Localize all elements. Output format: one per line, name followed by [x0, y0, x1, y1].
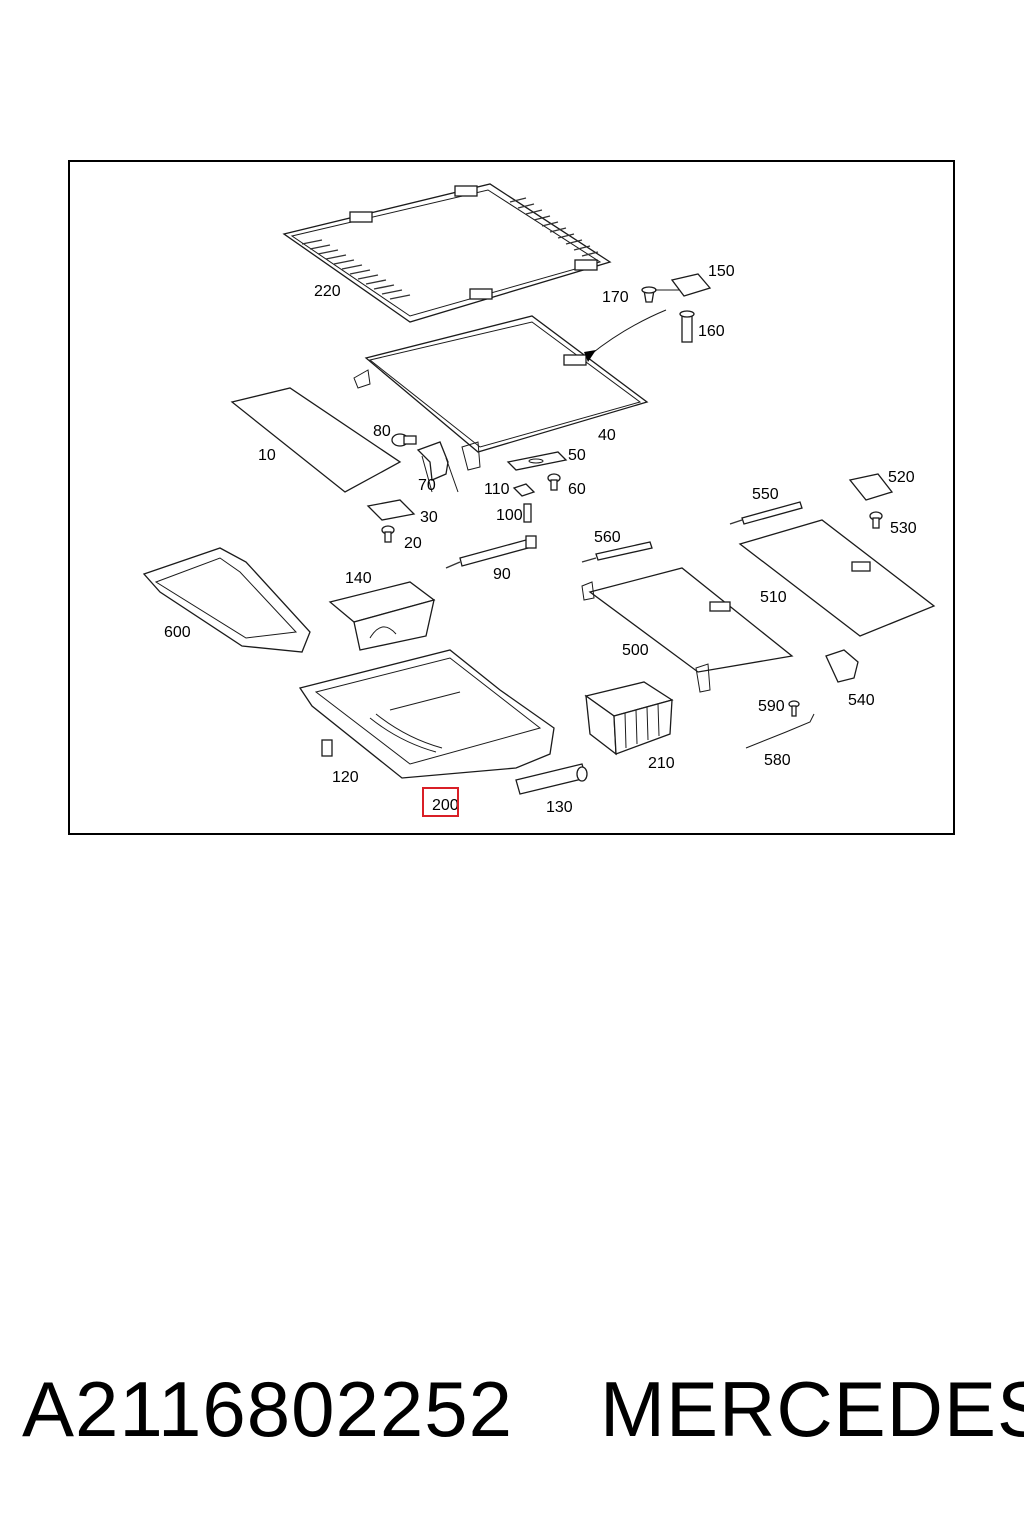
callout-140: 140	[345, 570, 372, 587]
part-90-gas-strut	[445, 535, 537, 569]
part-number: A2116802252	[22, 1365, 514, 1453]
part-500-560-panel-strut	[581, 541, 794, 693]
callout-550: 550	[752, 486, 779, 503]
hatch-line	[341, 264, 363, 270]
hatch-line	[381, 289, 403, 295]
hatch-line	[317, 249, 339, 255]
hatch-line	[309, 244, 331, 250]
hatch-line	[557, 233, 575, 239]
hatch-line	[573, 245, 591, 251]
callout-560: 560	[594, 529, 621, 546]
callout-30: 30	[420, 509, 438, 526]
part-200-storage-tray	[298, 649, 555, 779]
part-40-load-floor	[353, 309, 667, 471]
callout-20: 20	[404, 535, 422, 552]
callout-590: 590	[758, 698, 785, 715]
callout-80: 80	[373, 423, 391, 440]
hatch-line	[365, 279, 387, 285]
hatch-line	[389, 294, 411, 300]
callout-200: 200	[432, 797, 459, 814]
callout-170: 170	[602, 289, 629, 306]
crate-slat	[657, 703, 660, 737]
hatch-line	[333, 259, 355, 265]
crate-slat	[635, 709, 638, 745]
callout-500: 500	[622, 642, 649, 659]
callout-70: 70	[418, 477, 436, 494]
part-130-cover-strip	[515, 763, 588, 795]
parts-diagram: 220 170 150 160 40 80 10 70 50 110 60 100 30 20 550 520…	[68, 160, 955, 835]
part-210-crate	[584, 681, 674, 756]
callout-160: 160	[698, 323, 725, 340]
part-600-tray	[142, 547, 311, 653]
hatch-line	[373, 284, 395, 290]
part-540-590-580-brackets	[745, 649, 859, 749]
hatch-line	[509, 197, 527, 203]
callout-50: 50	[568, 447, 586, 464]
callout-60: 60	[568, 481, 586, 498]
callout-600: 600	[164, 624, 191, 641]
callout-210: 210	[648, 755, 675, 772]
hatch-line	[301, 239, 323, 245]
crate-slat	[646, 706, 649, 741]
callout-530: 530	[890, 520, 917, 537]
callout-220: 220	[314, 283, 341, 300]
hatch-line	[549, 227, 567, 233]
hatch-line	[517, 203, 535, 209]
crate-slat	[624, 712, 627, 749]
highlight-box-200	[422, 787, 459, 817]
callout-120: 120	[332, 769, 359, 786]
part-30-20-hinge	[366, 499, 416, 543]
part-10-cover	[230, 387, 402, 493]
hatch-line	[581, 251, 599, 257]
hatch-line	[325, 254, 347, 260]
brand-name: MERCEDES	[600, 1365, 1024, 1453]
callout-labels: 220 170 150 160 40 80 10 70 50 110 60 100 30 20 550 520…	[164, 263, 917, 816]
footer: A2116802252 MERCEDES	[0, 1370, 1024, 1470]
hatch-line	[349, 269, 371, 275]
hatch-line	[541, 221, 559, 227]
callout-10: 10	[258, 447, 276, 464]
callout-520: 520	[888, 469, 915, 486]
callout-110: 110	[484, 481, 510, 498]
callout-580: 580	[764, 752, 791, 769]
callout-130: 130	[546, 799, 573, 816]
part-220-floor-cover	[282, 183, 612, 323]
hatch-line	[565, 239, 583, 245]
part-80-70-bracket	[391, 433, 459, 493]
callout-150: 150	[708, 263, 735, 280]
callout-540: 540	[848, 692, 875, 709]
hatch-line	[533, 215, 551, 221]
part-50-110-60-100-hardware	[506, 451, 568, 523]
callout-510: 510	[760, 589, 787, 606]
hatch-line	[525, 209, 543, 215]
part-140-bracket	[328, 581, 436, 651]
callout-40: 40	[598, 427, 616, 444]
exploded-view-drawing: 220 170 150 160 40 80 10 70 50 110 60 100 30 20 550 520…	[142, 183, 936, 817]
part-510-550-520-530-panel	[729, 473, 936, 637]
part-150-170-160-latch	[641, 273, 712, 343]
hatch-line	[357, 274, 379, 280]
callout-100: 100	[496, 507, 523, 524]
callout-90: 90	[493, 566, 511, 583]
